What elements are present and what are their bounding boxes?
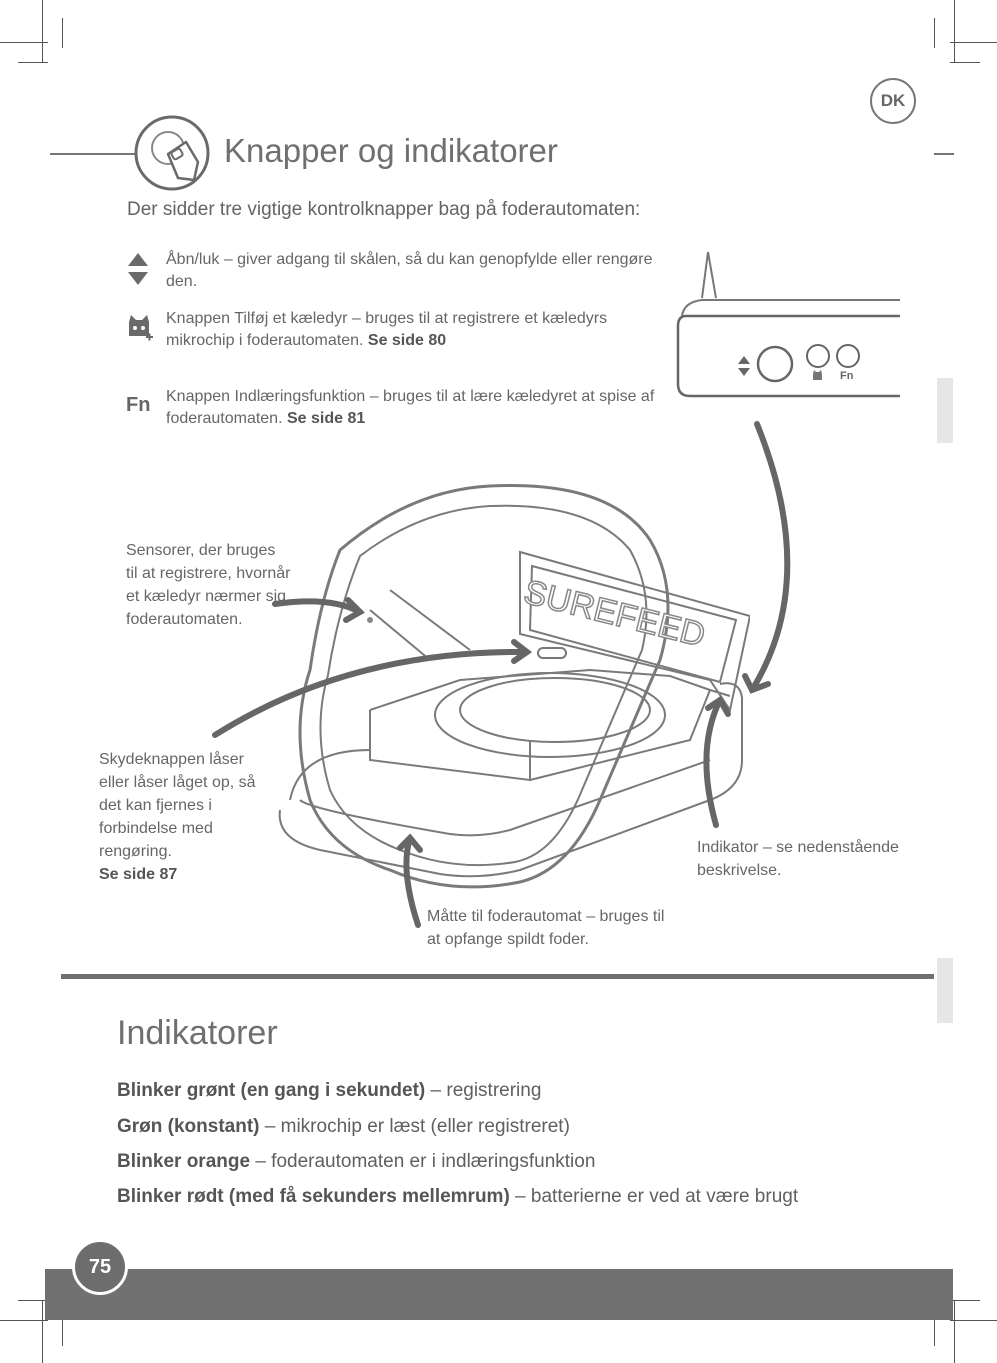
crop-mark (18, 62, 48, 63)
indicator-description: – mikrochip er læst (eller registreret) (259, 1116, 570, 1137)
crop-mark (0, 1320, 48, 1321)
crop-mark (0, 42, 48, 43)
finger-press-icon (134, 115, 210, 191)
callout-mat: Måtte til foderautomat – bruges til at o… (427, 908, 665, 948)
crop-mark (42, 0, 43, 62)
language-badge: DK (870, 78, 916, 124)
indicator-description: – registrering (425, 1080, 542, 1101)
button-item-open-close: Åbn/luk – giver adgang til skålen, så du… (126, 249, 666, 295)
indicator-label: Blinker grønt (en gang i sekundet) (117, 1080, 426, 1101)
arrow-to-indicator (703, 697, 723, 828)
indicator-label: Grøn (konstant) (117, 1116, 260, 1137)
indicator-description: – foderautomaten er i indlæringsfunktion (250, 1151, 596, 1172)
crop-mark (954, 1300, 955, 1363)
crop-mark (950, 62, 980, 63)
page-reference: Se side 80 (367, 332, 447, 349)
title-rule-left (50, 153, 138, 155)
panel-fn-label: Fn (840, 370, 854, 382)
button-description: Knappen Tilføj et kæledyr – bruges til a… (166, 308, 666, 352)
section-divider (61, 974, 934, 979)
footer-bar (45, 1269, 953, 1320)
indicator-label: Blinker orange (117, 1151, 251, 1172)
indicator-row: Blinker rødt (med få sekunders mellemrum… (117, 1186, 798, 1208)
indicator-row: Blinker orange – foderautomaten er i ind… (117, 1151, 595, 1173)
button-description: Knappen Indlæringsfunktion – bruges til … (166, 386, 666, 430)
crop-mark (18, 1300, 48, 1301)
button-item-add-pet: Knappen Tilføj et kæledyr – bruges til a… (126, 308, 666, 354)
crop-mark (950, 1300, 980, 1301)
indicator-row: Grøn (konstant) – mikrochip er læst (ell… (117, 1116, 570, 1138)
button-text: Knappen Tilføj et kæledyr – bruges til a… (166, 310, 608, 349)
indicator-row: Blinker grønt (en gang i sekundet) – reg… (117, 1080, 541, 1102)
indicator-label: Blinker rødt (med få sekunders mellemrum… (117, 1186, 510, 1207)
sidebar-tab (937, 378, 953, 443)
fn-icon: Fn (126, 394, 151, 416)
control-panel-illustration (676, 251, 900, 398)
button-item-training: Fn Knappen Indlæringsfunktion – bruges t… (126, 386, 666, 432)
pet-feeder-illustration: SUREFEED (278, 483, 750, 889)
crop-mark (934, 18, 935, 48)
callout-text: Skydeknappen låser eller låser låget op,… (99, 751, 256, 860)
button-text: Åbn/luk – giver adgang til skålen, så du… (166, 251, 653, 290)
crop-mark (954, 0, 955, 62)
sidebar-tab (937, 958, 953, 1023)
page-number: 75 (72, 1239, 128, 1295)
open-close-arrows-icon (128, 253, 148, 285)
crop-mark (934, 1316, 935, 1346)
lid-release-slider (537, 647, 567, 659)
callout-indicator: Indikator – se nedenstående beskrivelse. (697, 839, 899, 879)
arrow-to-slider (212, 648, 530, 738)
add-pet-icon (129, 315, 153, 341)
indicators-title: Indikatorer (117, 1014, 278, 1052)
section-title: Knapper og indikatorer (224, 132, 558, 169)
callout-lid-button: Skydeknappen låser eller låser låget op,… (99, 748, 264, 886)
button-description: Åbn/luk – giver adgang til skålen, så du… (166, 249, 666, 293)
crop-mark (62, 1316, 63, 1346)
button-text: Knappen Indlæringsfunktion – bruges til … (166, 388, 655, 427)
callout-sensors: Sensorer, der bruges til at registrere, … (126, 542, 291, 628)
crop-mark (950, 42, 997, 43)
crop-mark (950, 1320, 997, 1321)
intro-text: Der sidder tre vigtige kontrolknapper ba… (127, 199, 641, 220)
arrow-to-mat (403, 835, 421, 928)
arrow-to-indicator-from-panel (749, 421, 791, 693)
indicator-description: – batterierne er ved at være brugt (509, 1186, 799, 1207)
title-rule-right (934, 153, 954, 155)
crop-mark (42, 1300, 43, 1363)
page-reference: Se side 81 (286, 410, 366, 427)
crop-mark (62, 18, 63, 48)
sensor-dot (367, 617, 373, 623)
page-reference: Se side 87 (99, 866, 178, 883)
